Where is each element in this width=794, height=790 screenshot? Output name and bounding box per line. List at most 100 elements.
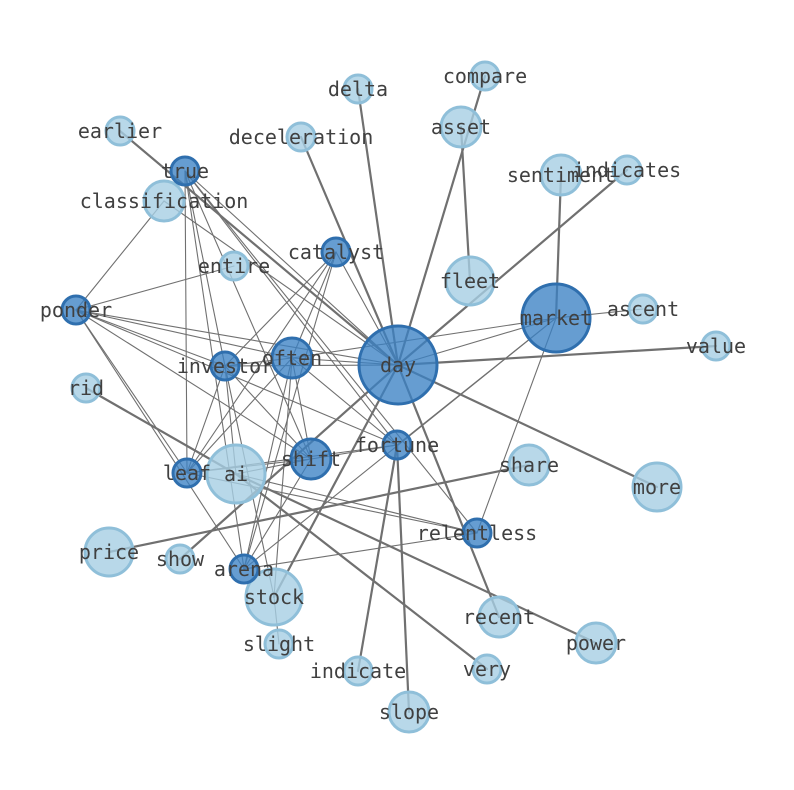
edge-fortune-often bbox=[291, 357, 398, 446]
node-circle-arena bbox=[228, 553, 260, 585]
node-label-classification: classification bbox=[80, 189, 249, 213]
node-arena bbox=[228, 553, 260, 585]
node-label-asset: asset bbox=[431, 115, 491, 139]
node-label-often: often bbox=[262, 346, 322, 370]
node-indicates bbox=[611, 154, 643, 186]
node-label-leaf: leaf bbox=[163, 461, 211, 485]
node-value bbox=[700, 330, 732, 362]
edge-arena-ponder bbox=[75, 309, 245, 570]
node-day bbox=[357, 324, 439, 406]
node-layer: daymarketaistockoftenshiftfortuneinvesto… bbox=[40, 60, 746, 734]
node-label-recent: recent bbox=[463, 605, 535, 629]
node-relentless bbox=[461, 517, 493, 549]
node-circle-indicate bbox=[342, 655, 374, 687]
node-label-sentiment: sentiment bbox=[507, 163, 615, 187]
node-slope bbox=[387, 690, 431, 734]
node-more bbox=[631, 461, 683, 513]
node-sentiment bbox=[539, 153, 583, 197]
node-market bbox=[520, 282, 592, 354]
node-circle-true bbox=[169, 155, 201, 187]
edge-true-relentless bbox=[184, 170, 478, 534]
edge-ai-relentless bbox=[235, 473, 478, 534]
node-circle-fleet bbox=[444, 255, 496, 307]
edge-true-fortune bbox=[184, 170, 398, 446]
node-circle-deceleration bbox=[285, 121, 317, 153]
node-leaf bbox=[171, 457, 203, 489]
node-label-day: day bbox=[380, 353, 416, 377]
edge-often-ponder bbox=[75, 309, 293, 359]
edge-ponder-classification bbox=[75, 200, 165, 311]
node-asset bbox=[439, 105, 483, 149]
node-label-fleet: fleet bbox=[440, 269, 500, 293]
node-label-indicate: indicate bbox=[310, 659, 406, 683]
node-circle-delta bbox=[342, 73, 374, 105]
node-shift bbox=[289, 437, 333, 481]
node-label-ai: ai bbox=[224, 462, 248, 486]
node-label-rid: rid bbox=[68, 376, 104, 400]
edge-fortune-ponder bbox=[75, 309, 398, 446]
node-circle-slight bbox=[263, 628, 295, 660]
node-deceleration bbox=[285, 121, 317, 153]
edge-day-delta bbox=[356, 87, 400, 367]
node-very bbox=[471, 653, 503, 685]
node-ai bbox=[205, 443, 267, 505]
node-label-catalyst: catalyst bbox=[288, 240, 384, 264]
edge-day-ponder bbox=[75, 309, 399, 366]
node-label-investor: investor bbox=[177, 354, 273, 378]
edge-layer bbox=[75, 74, 718, 714]
edge-market-relentless bbox=[476, 317, 557, 534]
edge-leaf-catalyst bbox=[186, 251, 337, 474]
node-circle-price bbox=[83, 526, 135, 578]
node-circle-power bbox=[574, 621, 618, 665]
node-label-value: value bbox=[686, 334, 746, 358]
edge-ponder-entire bbox=[75, 265, 235, 311]
node-circle-value bbox=[700, 330, 732, 362]
node-compare bbox=[469, 60, 501, 92]
node-label-market: market bbox=[520, 306, 592, 330]
node-circle-often bbox=[270, 336, 314, 380]
node-label-earlier: earlier bbox=[78, 119, 162, 143]
node-circle-show bbox=[164, 543, 196, 575]
node-label-slope: slope bbox=[379, 700, 439, 724]
node-share bbox=[507, 443, 551, 487]
node-label-relentless: relentless bbox=[417, 521, 537, 545]
edge-day-value bbox=[396, 344, 718, 367]
node-circle-leaf bbox=[171, 457, 203, 489]
node-price bbox=[83, 526, 135, 578]
node-circle-fortune bbox=[381, 429, 413, 461]
node-slight bbox=[263, 628, 295, 660]
node-circle-indicates bbox=[611, 154, 643, 186]
node-label-ponder: ponder bbox=[40, 298, 112, 322]
node-circle-relentless bbox=[461, 517, 493, 549]
node-label-slight: slight bbox=[243, 632, 315, 656]
node-stock bbox=[244, 567, 304, 627]
node-label-arena: arena bbox=[214, 557, 274, 581]
node-investor bbox=[209, 350, 241, 382]
edge-day-more bbox=[396, 363, 659, 489]
node-circle-market bbox=[520, 282, 592, 354]
node-circle-share bbox=[507, 443, 551, 487]
edge-day-earlier bbox=[118, 129, 400, 367]
edge-stock-often bbox=[273, 357, 293, 598]
edge-leaf-ponder bbox=[75, 309, 188, 474]
node-circle-classification bbox=[142, 179, 186, 223]
node-circle-rid bbox=[70, 372, 102, 404]
node-indicate bbox=[342, 655, 374, 687]
edge-leaf-true bbox=[184, 170, 188, 474]
edge-leaf-investor bbox=[186, 365, 226, 474]
node-classification bbox=[142, 179, 186, 223]
node-circle-recent bbox=[477, 595, 521, 639]
node-delta bbox=[342, 73, 374, 105]
node-label-power: power bbox=[566, 631, 626, 655]
edge-investor-ponder bbox=[75, 309, 226, 367]
node-label-compare: compare bbox=[443, 64, 527, 88]
edge-shift-true bbox=[184, 170, 312, 460]
node-circle-asset bbox=[439, 105, 483, 149]
edge-day-indicates bbox=[396, 168, 629, 367]
node-label-very: very bbox=[463, 657, 511, 681]
node-show bbox=[164, 543, 196, 575]
node-recent bbox=[477, 595, 521, 639]
node-true bbox=[169, 155, 201, 187]
node-circle-very bbox=[471, 653, 503, 685]
